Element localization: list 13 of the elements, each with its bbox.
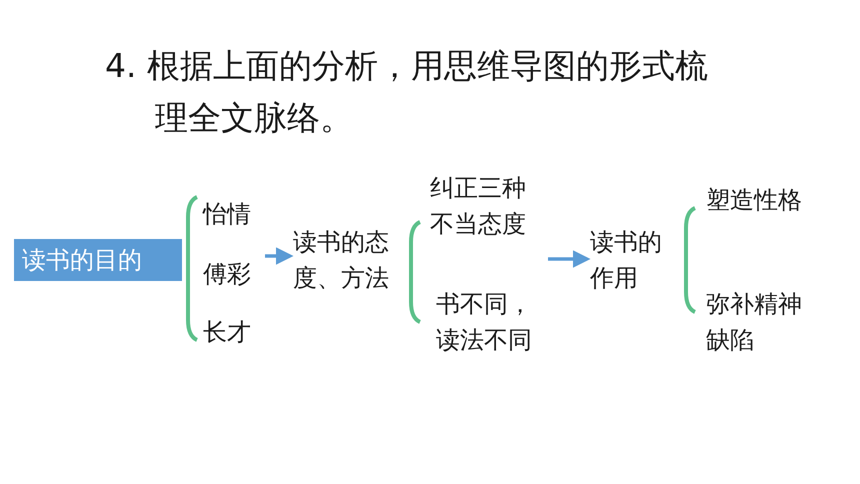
title: 4. 根据上面的分析，用思维导图的形式梳理全文脉络。 [105,45,709,139]
root-box: 读书的目的 [14,239,182,281]
node-text: 弥补精神缺陷 [706,286,806,358]
node-text: 塑造性格 [706,182,826,218]
arrow [265,247,294,265]
node-text: 读书的作用 [590,224,670,296]
node-text: 怡情 [203,196,263,232]
node-text: 傅彩 [203,256,263,292]
node-text: 读书的态度、方法 [293,224,415,296]
node-text: 书不同，读法不同 [436,286,540,358]
node-text: 长才 [203,314,263,350]
node-text: 纠正三种不当态度 [430,170,534,242]
arrow [548,250,590,268]
